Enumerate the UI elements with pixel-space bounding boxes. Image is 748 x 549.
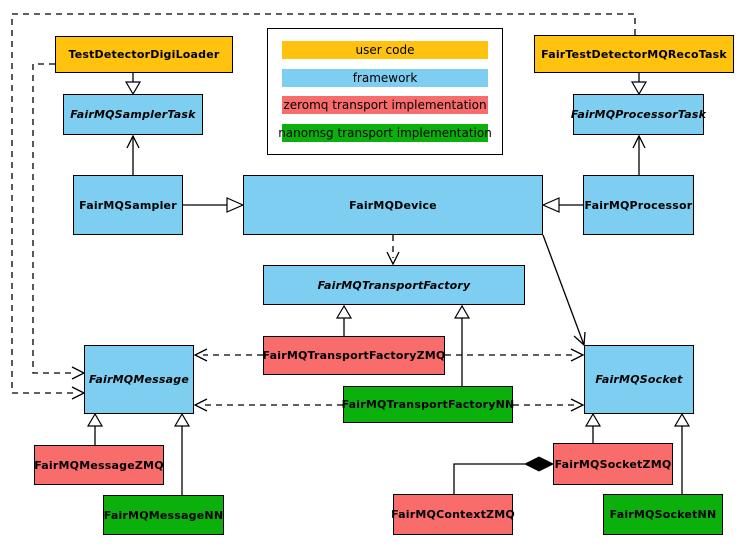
legend-label-user-code: user code: [355, 42, 415, 57]
legend-item-framework: framework: [282, 68, 488, 87]
edge-fairmqsampler-inherits-fairmqdevice: [183, 197, 245, 213]
legend-label-nanomsg: nanomsg transport implementation: [278, 126, 492, 141]
node-fairmqsocketzmq: FairMQSocketZMQ: [553, 443, 673, 485]
node-fairmqmessagezmq: FairMQMessageZMQ: [34, 445, 164, 485]
edge-fairmqtransportfactorynn-depends-fairmqsocket: [513, 398, 585, 412]
edge-fairmqdevice-depends-fairmqtransportfactory: [386, 235, 400, 266]
node-fairmqmessage: FairMQMessage: [84, 345, 194, 414]
node-label: FairMQSocketZMQ: [554, 457, 672, 471]
node-label: FairMQMessageNN: [103, 508, 224, 522]
node-label: FairMQSocket: [595, 373, 683, 386]
node-label: FairMQSamplerTask: [70, 108, 196, 121]
edge-fairmqtransportfactoryzmq-inherits-fairmqtransportfactory: [335, 304, 353, 336]
edge-fairmqsampler-uses-fairmqsamplertask: [126, 134, 140, 175]
node-fairmqsamplertask: FairMQSamplerTask: [63, 94, 203, 135]
node-label: TestDetectorDigiLoader: [68, 48, 220, 61]
node-fairmqsocket: FairMQSocket: [584, 345, 694, 414]
edge-fairmqdevice-uses-fairmqsocket: [542, 234, 586, 347]
node-label: FairMQMessage: [88, 373, 190, 386]
edge-fairmqprocessor-inherits-fairmqdevice: [541, 197, 583, 213]
node-fairmqmessagenn: FairMQMessageNN: [103, 495, 224, 535]
node-fairmqsocketnn: FairMQSocketNN: [603, 494, 723, 535]
legend-item-nanomsg: nanomsg transport implementation: [278, 124, 492, 143]
node-label: FairMQTransportFactory: [317, 278, 471, 292]
node-label: FairMQDevice: [349, 198, 437, 212]
node-fairmqsampler: FairMQSampler: [73, 175, 183, 235]
edge-fairmqtransportfactoryzmq-depends-fairmqsocket: [445, 348, 585, 362]
edge-testdetectordigiloader-inherits-fairmqsamplertask: [124, 73, 142, 96]
node-label: FairMQProcessorTask: [570, 108, 707, 121]
node-fairmqtransportfactorynn: FairMQTransportFactoryNN: [341, 386, 515, 423]
node-fairmqcontextzmq: FairMQContextZMQ: [391, 494, 515, 535]
legend-box: user code framework zeromq transport imp…: [267, 28, 503, 155]
node-fairmqprocessortask: FairMQProcessorTask: [570, 94, 707, 135]
edge-fairmqtransportfactorynn-depends-fairmqmessage: [193, 398, 343, 412]
node-label: FairMQProcessor: [584, 198, 693, 212]
edge-fairmqmessagezmq-inherits-fairmqmessage: [86, 412, 104, 445]
node-fairmqtransportfactory: FairMQTransportFactory: [263, 265, 525, 305]
legend-item-user-code: user code: [282, 40, 488, 59]
legend-label-framework: framework: [352, 70, 418, 85]
edge-fairmqmessagenn-inherits-fairmqmessage: [173, 412, 191, 495]
node-label: FairMQSampler: [79, 198, 177, 212]
edge-fairmqprocessor-uses-fairmqprocessortask: [632, 134, 646, 175]
node-fairtestdetectormqrecotask: FairTestDetectorMQRecoTask: [534, 35, 734, 73]
node-label: FairMQSocketNN: [609, 508, 717, 521]
edge-fairmqsocketzmq-inherits-fairmqsocket: [584, 412, 602, 443]
edge-fairtestdetectormqrecotask-inherits-fairmqprocessortask: [630, 73, 648, 96]
legend-label-zeromq: zeromq transport implementation: [283, 98, 487, 113]
edge-fairmqcontextzmq-composition-fairmqsocketzmq: [453, 456, 555, 494]
edge-fairmqtransportfactoryzmq-depends-fairmqmessage: [193, 348, 263, 362]
node-fairmqtransportfactoryzmq: FairMQTransportFactoryZMQ: [263, 336, 445, 375]
node-fairmqprocessor: FairMQProcessor: [583, 175, 694, 235]
node-label: FairTestDetectorMQRecoTask: [541, 47, 727, 61]
legend-item-zeromq: zeromq transport implementation: [282, 96, 488, 115]
node-label: FairMQMessageZMQ: [34, 458, 164, 472]
node-fairmqdevice: FairMQDevice: [243, 175, 543, 235]
node-testdetectordigiloader: TestDetectorDigiLoader: [55, 36, 233, 73]
node-label: FairMQTransportFactoryNN: [341, 398, 515, 411]
node-label: FairMQContextZMQ: [391, 508, 515, 521]
node-label: FairMQTransportFactoryZMQ: [262, 349, 446, 362]
edge-fairmqsocketnn-inherits-fairmqsocket: [673, 412, 691, 494]
edge-fairmqtransportfactorynn-inherits-fairmqtransportfactory: [453, 304, 471, 386]
